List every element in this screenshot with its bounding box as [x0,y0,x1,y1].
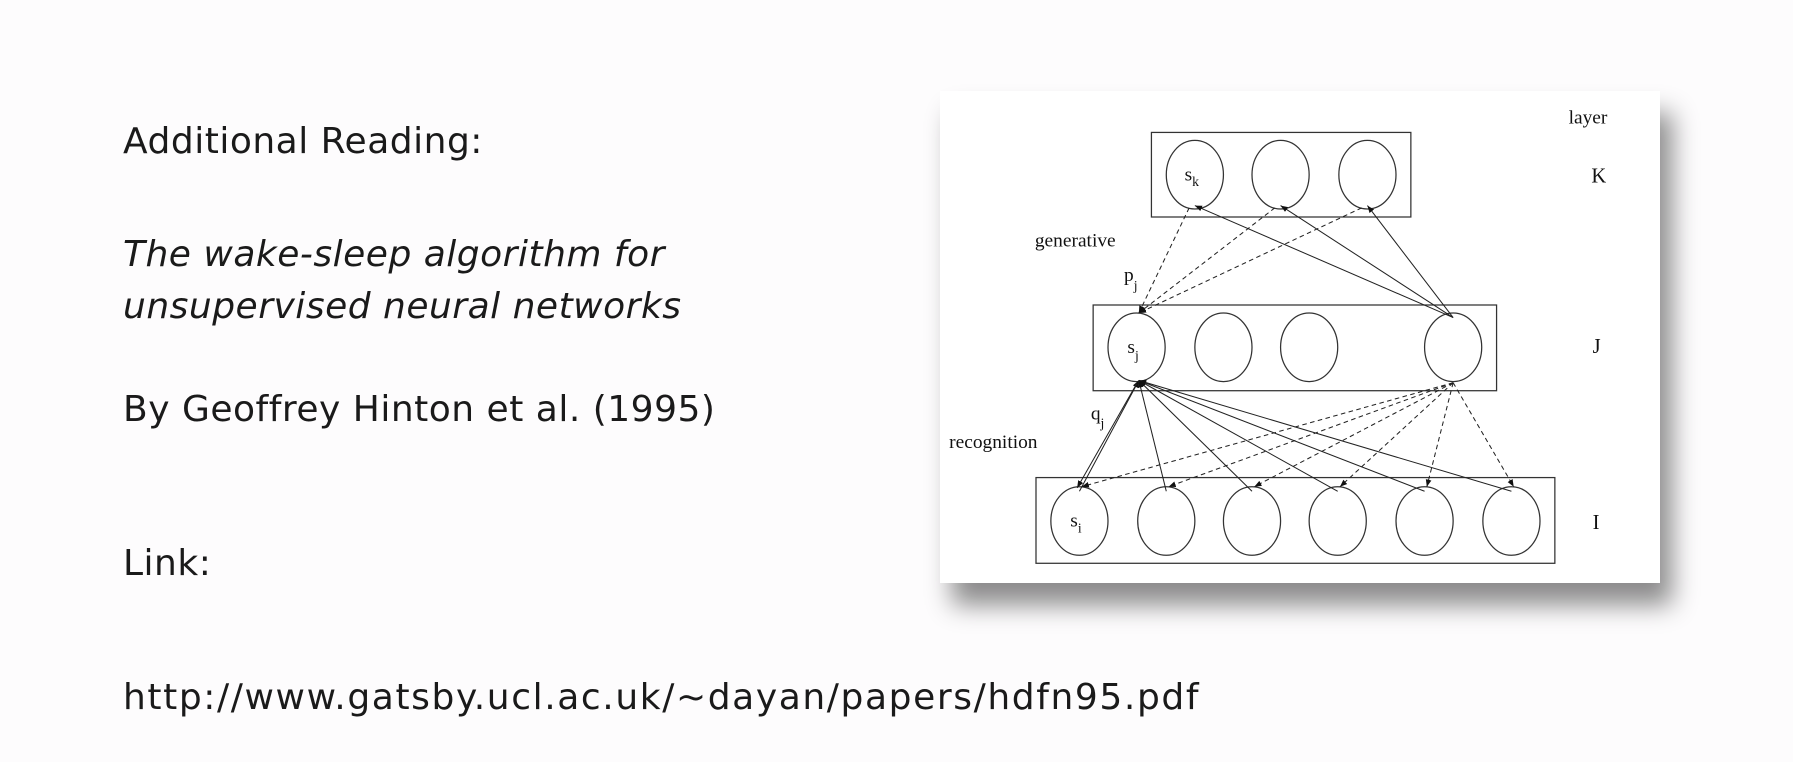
layer-i-node [1482,486,1541,556]
layer-i-box [1035,476,1556,564]
q-label: qj [1091,403,1105,430]
generative-arrow-j-to-i [1452,382,1515,487]
recognition-arrow-i-to-j [1138,379,1512,492]
generative-label: generative [1035,231,1116,252]
node-sk-label: sk [1185,164,1200,189]
recognition-arrow-i-to-j [1137,380,1167,492]
recognition-arrow-i-to-j [1138,379,1338,492]
layer-j-node [1423,312,1483,383]
layer-j-label: J [1593,336,1601,358]
generative-arrow-j-to-i [1425,382,1454,487]
layer-k-node [1338,139,1397,210]
node-si-label: si [1070,511,1082,536]
recognition-arrow-j-to-i [1076,383,1138,489]
layer-i-node [1308,486,1367,556]
recognition-label: recognition [949,432,1038,453]
byline: By Geoffrey Hinton et al. (1995) [123,389,716,430]
generative-arrow-j-to-i [1081,382,1454,488]
layer-j-node [1279,312,1339,383]
heading: Additional Reading: [123,121,483,162]
layer-i-node [1395,486,1454,556]
recognition-arrow-j-to-k [1194,205,1454,319]
recognition-arrow-i-to-j [1138,379,1425,492]
generative-arrow-j-to-i [1339,382,1454,488]
recognition-arrow-i-to-j [1078,380,1140,492]
link-label: Link: [123,543,212,584]
layer-j-box [1092,304,1498,392]
layer-i-node [1222,486,1282,556]
layer-i-label: I [1593,512,1600,534]
diagram-svg: layer K J I generative recognition pj qj… [949,107,1608,564]
generative-arrow-k-to-j [1138,207,1276,314]
p-label: pj [1124,265,1138,293]
layer-k-label: K [1591,166,1606,188]
generative-arrow-j-to-i [1254,382,1454,488]
wake-sleep-diagram: layer K J I generative recognition pj qj… [940,91,1660,583]
recognition-arrow-j-to-k [1367,205,1454,318]
generative-arrow-j-to-i [1168,382,1454,488]
node-sj-label: sj [1127,337,1138,363]
paper-title-line-1: The wake-sleep algorithm for [123,234,665,275]
layer-k-node [1251,139,1310,210]
layer-header: layer [1569,107,1608,128]
paper-title-line-2: unsupervised neural networks [123,286,682,327]
generative-arrow-k-to-j [1138,207,1362,314]
layer-k-box [1150,131,1412,218]
recognition-arrow-j-to-k [1280,205,1454,319]
recognition-arrow-i-to-j [1138,380,1253,492]
link-url[interactable]: http://www.gatsby.ucl.ac.uk/~dayan/paper… [123,677,1201,718]
layer-j-node [1194,312,1253,383]
layer-i-node [1137,486,1196,556]
generative-arrow-k-to-j [1138,207,1190,314]
